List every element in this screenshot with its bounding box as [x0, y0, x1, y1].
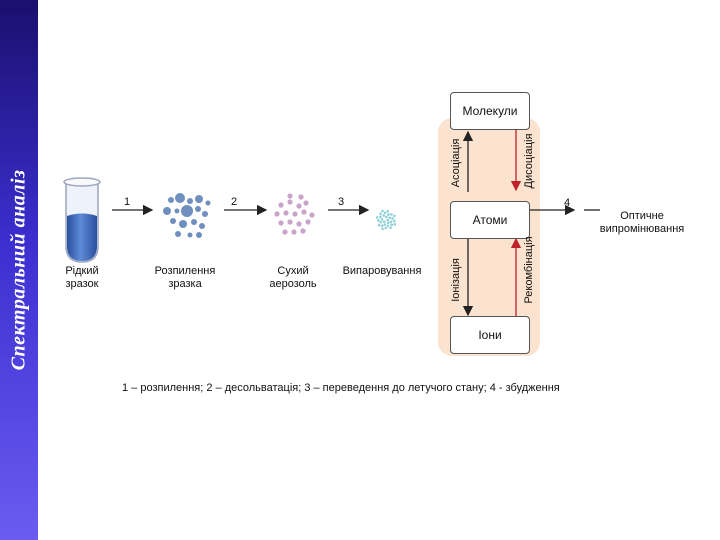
- molecules-box: Молекули: [450, 92, 530, 130]
- vapor-particle: [383, 223, 387, 226]
- ions-box: Іони: [450, 316, 530, 354]
- spray-droplet: [202, 211, 208, 217]
- aerosol-particle: [287, 219, 293, 225]
- spray-droplet: [181, 205, 193, 217]
- spray-droplet: [195, 206, 201, 212]
- step-number-2: 2: [230, 196, 238, 208]
- vapor-particle: [379, 215, 382, 219]
- vapor-particle: [386, 224, 390, 228]
- vapor-particle: [379, 220, 383, 224]
- spray-droplets-icon: [163, 193, 211, 238]
- vapor-particle: [390, 213, 393, 216]
- vapor-particle: [386, 210, 390, 213]
- aerosol-particle: [283, 210, 289, 216]
- vapor-particle: [382, 220, 386, 224]
- aerosol-particle: [301, 209, 307, 215]
- step-number-1: 1: [123, 196, 131, 208]
- legend-caption: 1 – розпилення; 2 – десольватація; 3 – п…: [122, 382, 560, 394]
- vapor-particle: [379, 212, 382, 216]
- dissociation-label: Дисоціація: [523, 133, 535, 189]
- liquid-sample-label: Рідкий зразок: [65, 265, 99, 290]
- vapor-particle: [393, 214, 396, 218]
- vapor-particle: [388, 216, 392, 219]
- spray-droplet: [187, 198, 193, 204]
- spray-droplet: [163, 207, 171, 215]
- ionization-label: Іонізація: [450, 258, 462, 302]
- association-label: Асоціація: [450, 138, 462, 188]
- spray-droplet: [191, 219, 197, 225]
- aerosol-particle: [309, 212, 315, 218]
- vapor-particle: [393, 223, 397, 226]
- aerosol-particle: [296, 203, 302, 209]
- aerosol-particle: [274, 211, 280, 217]
- aerosol-particle: [278, 220, 284, 226]
- spray-droplet: [174, 208, 180, 214]
- recombination-label: Рекомбінація: [523, 236, 535, 304]
- vapor-particle: [380, 218, 384, 221]
- step-number-4: 4: [563, 197, 571, 209]
- optical-emission-label: Оптичне випромінювання: [599, 210, 685, 235]
- vapor-particle: [386, 218, 390, 222]
- aerosol-particle: [287, 193, 293, 199]
- vapor-particle: [391, 217, 394, 220]
- vapor-particle: [387, 213, 390, 216]
- spray-droplet: [168, 197, 174, 203]
- aerosol-particle: [287, 199, 293, 205]
- vapor-particle: [381, 227, 384, 231]
- aerosol-particles-icon: [274, 193, 315, 235]
- vapor-particle: [382, 214, 385, 217]
- spray-droplet: [199, 223, 205, 229]
- spray-droplet: [195, 195, 203, 203]
- vapor-particle: [386, 221, 390, 225]
- aerosol-particle: [278, 202, 284, 208]
- vapor-particles-icon: [375, 209, 397, 231]
- test-tube-icon: [63, 177, 101, 263]
- vapor-particle: [375, 216, 379, 219]
- spray-droplet: [170, 218, 176, 224]
- spray-droplet: [175, 193, 185, 203]
- spray-droplet: [175, 231, 181, 237]
- vapor-particle: [381, 209, 384, 213]
- dry-aerosol-label: Сухий аерозоль: [269, 265, 317, 290]
- step-number-3: 3: [337, 196, 345, 208]
- evaporation-label: Випаровування: [342, 265, 422, 277]
- spray-droplet: [196, 232, 202, 238]
- vapor-particle: [389, 226, 392, 230]
- aerosol-particle: [298, 194, 304, 200]
- spray-droplet: [187, 232, 193, 238]
- spray-label: Розпилення зразка: [154, 265, 216, 290]
- aerosol-particle: [292, 211, 298, 217]
- vapor-particle: [383, 211, 387, 215]
- aerosol-particle: [291, 229, 297, 235]
- spray-droplet: [179, 220, 187, 228]
- aerosol-particle: [303, 200, 309, 206]
- vapor-particle: [393, 219, 396, 223]
- aerosol-particle: [296, 221, 302, 227]
- vapor-particle: [377, 219, 380, 222]
- vapor-particle: [384, 215, 388, 219]
- aerosol-particle: [300, 228, 306, 234]
- sidebar: Спектральний аналіз: [0, 0, 38, 540]
- vapor-particle: [377, 223, 381, 227]
- vapor-particle: [389, 220, 393, 224]
- spray-droplet: [205, 200, 211, 206]
- aerosol-particle: [305, 219, 311, 225]
- vapor-particle: [390, 223, 394, 226]
- vapor-particle: [384, 226, 388, 230]
- aerosol-particle: [282, 229, 288, 235]
- vapor-particle: [380, 224, 384, 228]
- atoms-box: Атоми: [450, 201, 530, 239]
